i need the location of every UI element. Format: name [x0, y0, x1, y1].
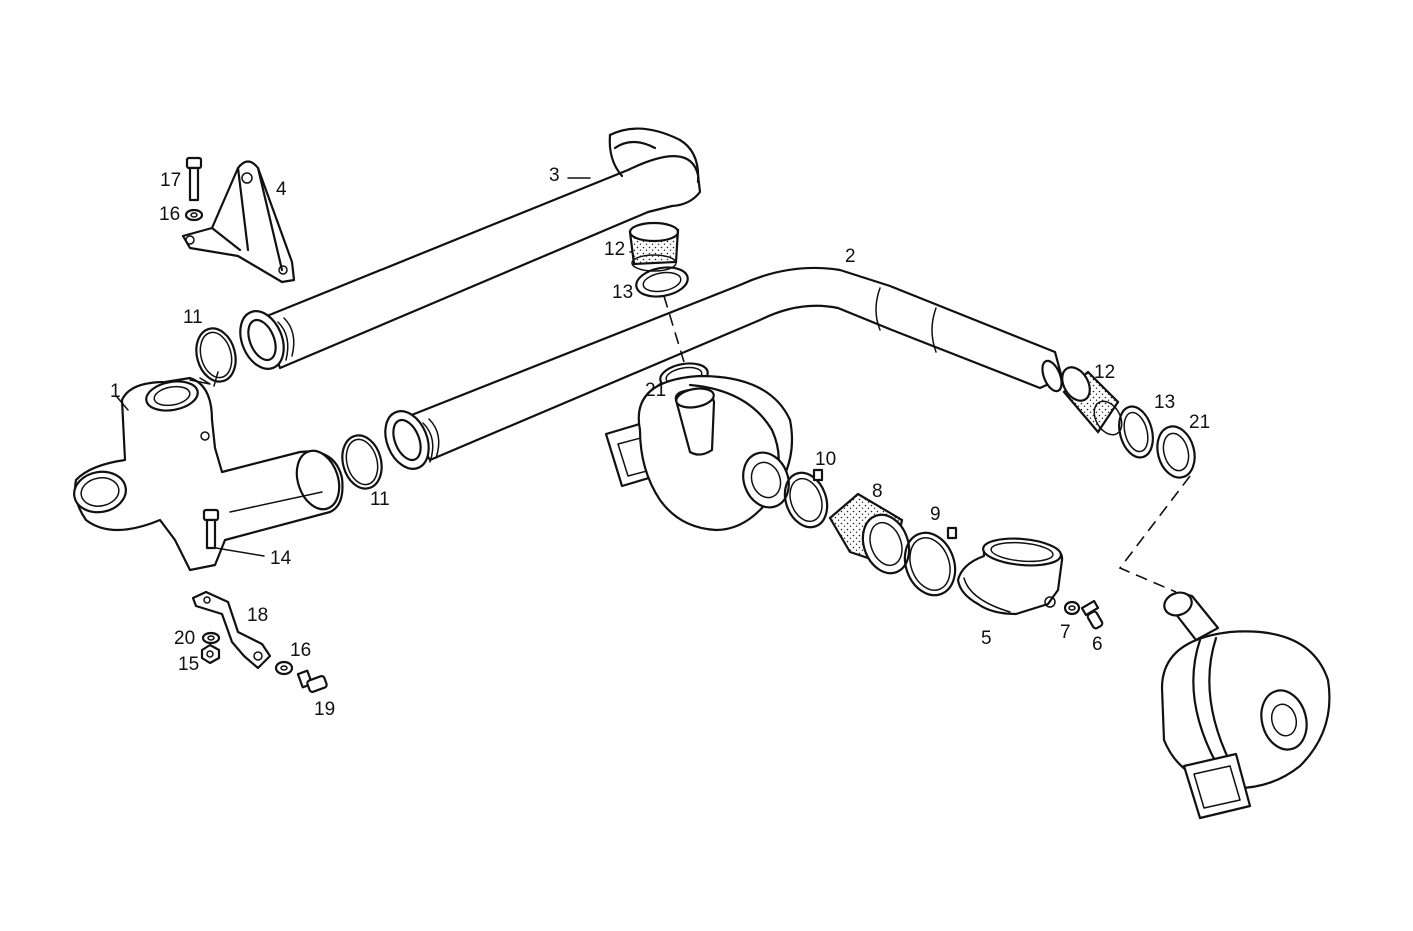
callout-part-13-upper: 13: [612, 282, 633, 303]
upper-pipe-part-3: [239, 127, 702, 370]
callout-part-17: 17: [160, 170, 181, 191]
bolt-part-14: [202, 508, 220, 550]
mounting-bracket-part-4: [181, 160, 296, 284]
callout-part-16-lower: 16: [290, 640, 311, 661]
seal-ring-part-11-upper: [195, 327, 237, 383]
hose-clamp-part-9: [903, 526, 958, 597]
callout-part-3: 3: [549, 165, 560, 186]
callout-part-11-upper: 11: [183, 307, 203, 328]
clamp-part-21-lower: [1156, 425, 1196, 479]
washer-part-20: [201, 631, 221, 645]
callout-part-21-lower: 21: [1189, 412, 1210, 433]
nut-part-15: [200, 643, 221, 665]
callout-part-5: 5: [981, 628, 992, 649]
callout-part-12-lower: 12: [1094, 362, 1115, 383]
support-strap-part-18: [191, 590, 272, 670]
bolt-part-6: [1080, 599, 1104, 630]
turbocharger-right: [1160, 591, 1331, 820]
leader-lines: [116, 177, 633, 557]
callout-part-1: 1: [110, 381, 121, 402]
washer-part-7: [1063, 600, 1081, 616]
sleeve-part-12-lower: [1061, 366, 1123, 436]
callout-part-8: 8: [872, 481, 883, 502]
washer-part-16-lower: [274, 660, 294, 676]
part-callouts: 1 2 3 4 5 6 7 8 9 10 11 11 12 12 13 13 1…: [110, 165, 1210, 720]
callout-part-18: 18: [247, 605, 268, 626]
callout-part-4: 4: [276, 179, 287, 200]
seal-ring-part-11-lower: [341, 434, 383, 490]
callout-part-19: 19: [314, 699, 335, 720]
elbow-housing-part-5: [956, 537, 1064, 616]
sleeve-part-12-upper: [628, 221, 680, 272]
seal-ring-part-13-lower: [1118, 405, 1154, 459]
hose-sleeve-part-8: [828, 492, 911, 575]
callout-part-12-upper: 12: [604, 239, 625, 260]
callout-part-21-upper: 21: [645, 380, 666, 401]
branch-manifold-part-1: [73, 376, 344, 572]
callout-part-2: 2: [845, 246, 856, 267]
callout-part-7: 7: [1060, 622, 1071, 643]
hose-clamp-part-10: [783, 468, 829, 529]
callout-part-9: 9: [930, 504, 941, 525]
bolt-part-17: [185, 156, 203, 202]
assembly-dash-line-upper: [663, 295, 685, 363]
callout-part-10: 10: [815, 449, 836, 470]
turbocharger-center: [604, 374, 794, 532]
callout-part-13-lower: 13: [1154, 392, 1175, 413]
callout-part-20: 20: [174, 628, 195, 649]
callout-part-11-lower: 11: [370, 489, 390, 510]
seal-ring-part-13-upper: [635, 266, 689, 298]
callout-part-16-upper: 16: [159, 204, 180, 225]
callout-part-15: 15: [178, 654, 199, 675]
assembly-dash-line-lower: [1118, 475, 1191, 593]
washer-part-16-upper: [184, 208, 204, 222]
callout-part-14: 14: [270, 548, 292, 569]
callout-part-6: 6: [1092, 634, 1103, 655]
bolt-part-19: [296, 669, 328, 693]
